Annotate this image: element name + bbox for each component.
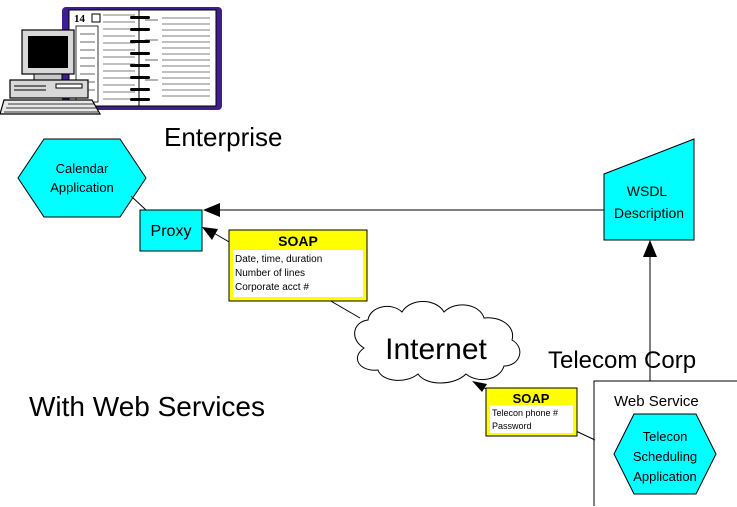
telecon-line1: Telecon (643, 429, 688, 444)
internet-cloud: Internet (354, 301, 521, 384)
telecom-corp-label: Telecom Corp (548, 347, 696, 374)
day-planner-icon: 14 (62, 7, 222, 110)
calendar-app-line2: Application (50, 180, 114, 195)
soap-request-line: Corporate acct # (235, 282, 309, 293)
enterprise-label: Enterprise (164, 122, 283, 152)
telecon-line3: Application (633, 469, 697, 484)
soap-request-note: SOAP Date, time, duration Number of line… (228, 229, 368, 302)
wsdl-description-node: WSDL Description (603, 138, 695, 241)
service-to-wsdl-arrowhead (643, 240, 657, 257)
proxy-node: Proxy (139, 209, 203, 252)
telecon-scheduling-node: Telecon Scheduling Application (613, 413, 717, 495)
calendar-proxy-connector (130, 195, 147, 211)
wsdl-line2: Description (614, 205, 684, 221)
svg-text:14: 14 (74, 13, 86, 25)
soap-auth-note: SOAP Telecon phone # Password (485, 387, 578, 437)
proxy-internet-arrowhead (202, 227, 218, 240)
calendar-application-node: Calendar Application (17, 138, 147, 218)
soap-request-title: SOAP (278, 233, 318, 249)
wsdl-to-proxy-arrowhead (203, 203, 220, 217)
web-service-label: Web Service (614, 393, 699, 410)
telecon-line2: Scheduling (633, 449, 697, 464)
web-service-box: Web Service (593, 380, 737, 506)
soap-request-line: Number of lines (235, 268, 305, 279)
desktop-computer-icon (0, 29, 102, 115)
calendar-app-line1: Calendar (56, 161, 109, 176)
internet-service-arrowhead (472, 381, 487, 392)
soap-request-line: Date, time, duration (235, 254, 322, 265)
soap-auth-line: Telecon phone # (492, 408, 558, 418)
wsdl-line1: WSDL (627, 183, 668, 199)
proxy-label: Proxy (151, 223, 192, 240)
soap-auth-title: SOAP (513, 391, 550, 406)
internet-label: Internet (385, 333, 487, 366)
with-web-services-caption: With Web Services (29, 391, 265, 422)
soap-auth-line: Password (492, 421, 532, 431)
